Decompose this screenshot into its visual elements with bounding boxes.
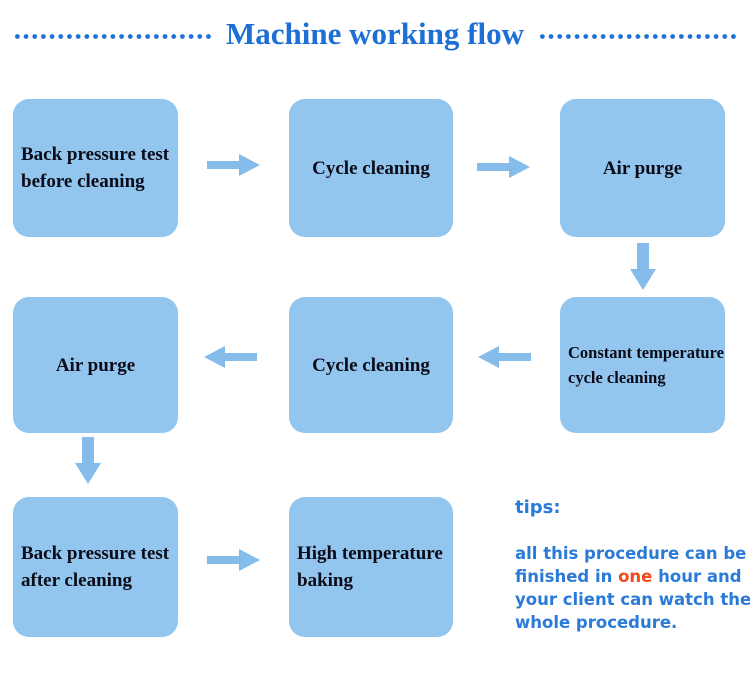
- box-label-line: Air purge: [55, 354, 136, 376]
- box-label-line: Air purge: [602, 157, 683, 179]
- box-label-line: baking: [297, 570, 353, 591]
- box-label-line: cycle cleaning: [568, 368, 666, 387]
- arrow-right-icon: [207, 153, 261, 177]
- tips-body: all this procedure can be finished in on…: [515, 542, 750, 634]
- arrow-down-icon: [74, 437, 102, 485]
- flow-box-back-pressure-test-after-cleaning: Back pressure test after cleaning: [13, 497, 178, 637]
- arrow-right-icon: [207, 548, 261, 572]
- box-label-line: Back pressure test: [21, 144, 170, 165]
- flow-box-back-pressure-test-before-cleaning: Back pressure test before cleaning: [13, 99, 178, 237]
- arrow-down-icon: [629, 243, 657, 291]
- flow-box-cycle-cleaning-middle: Cycle cleaning: [289, 297, 453, 433]
- tips-line: your client can watch the: [515, 590, 750, 609]
- tips-line: finished in one hour and: [515, 567, 742, 586]
- dotted-rule-right: [537, 33, 737, 39]
- flow-box-high-temperature-baking: High temperature baking: [289, 497, 453, 637]
- arrow-left-icon: [203, 345, 257, 369]
- tips-line: all this procedure can be: [515, 544, 747, 563]
- page-title: Machine working flow: [226, 15, 524, 51]
- dotted-rule-left: [13, 33, 213, 39]
- flow-box-air-purge-middle: Air purge: [13, 297, 178, 433]
- box-label-line: after cleaning: [21, 570, 132, 591]
- tips-line: whole procedure.: [515, 613, 678, 632]
- box-label-line: before cleaning: [21, 171, 145, 192]
- box-label-line: Cycle cleaning: [312, 354, 430, 376]
- flow-box-air-purge-top: Air purge: [560, 99, 725, 237]
- tips-note: tips: all this procedure can be finished…: [515, 497, 750, 634]
- flow-box-constant-temperature-cycle-cleaning: Constant temperature cycle cleaning: [560, 297, 725, 433]
- box-label-line: Back pressure test: [21, 543, 170, 564]
- arrow-left-icon: [477, 345, 531, 369]
- box-label-line: Constant temperature: [568, 343, 724, 362]
- highlighted-word: one: [618, 567, 653, 586]
- title-row: Machine working flow: [0, 12, 750, 56]
- box-label-line: High temperature: [297, 543, 443, 564]
- box-label-line: Cycle cleaning: [312, 157, 430, 179]
- arrow-right-icon: [477, 155, 531, 179]
- tips-heading: tips:: [515, 497, 561, 518]
- flow-box-cycle-cleaning-top: Cycle cleaning: [289, 99, 453, 237]
